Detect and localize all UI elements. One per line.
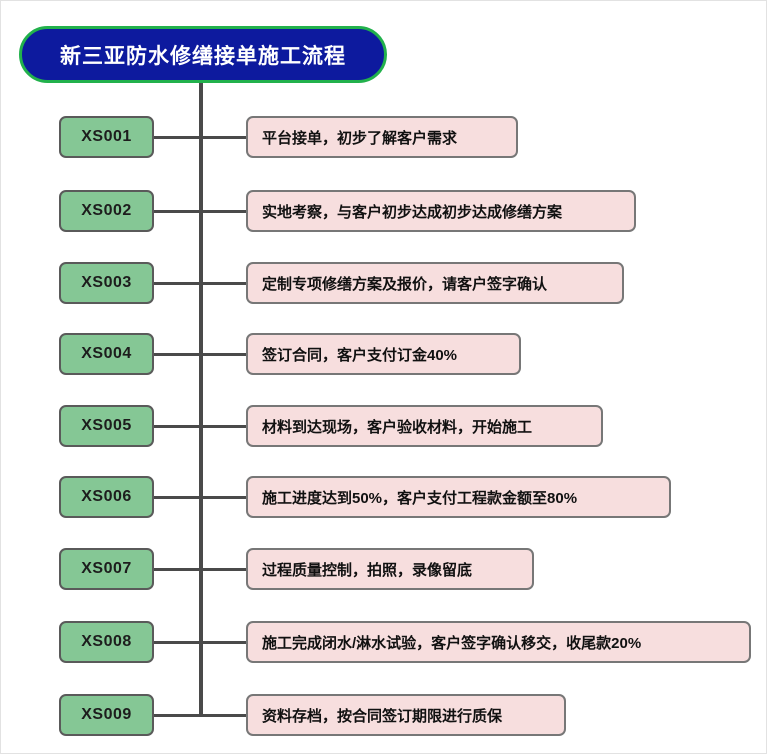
step-code-label: XS004: [81, 345, 132, 362]
step-code-label: XS002: [81, 202, 132, 219]
step-description-label: 材料到达现场，客户验收材料，开始施工: [262, 418, 533, 436]
flowchart-title-banner: 新三亚防水修缮接单施工流程: [19, 26, 387, 83]
step-code-box-xs006[interactable]: XS006: [59, 476, 154, 518]
step-description-box-xs005[interactable]: 材料到达现场，客户验收材料，开始施工: [246, 405, 603, 447]
step-code-box-xs009[interactable]: XS009: [59, 694, 154, 736]
step-code-box-xs007[interactable]: XS007: [59, 548, 154, 590]
branch-line: [154, 568, 246, 571]
flowchart-title-text: 新三亚防水修缮接单施工流程: [60, 44, 346, 68]
step-code-box-xs002[interactable]: XS002: [59, 190, 154, 232]
step-code-label: XS006: [81, 488, 132, 505]
branch-line: [154, 353, 246, 356]
step-description-box-xs003[interactable]: 定制专项修缮方案及报价，请客户签字确认: [246, 262, 624, 304]
branch-line: [154, 210, 246, 213]
step-code-label: XS007: [81, 560, 132, 577]
step-description-box-xs002[interactable]: 实地考察，与客户初步达成初步达成修缮方案: [246, 190, 636, 232]
step-description-label: 过程质量控制，拍照，录像留底: [262, 561, 473, 579]
step-code-label: XS005: [81, 417, 132, 434]
step-description-label: 签订合同，客户支付订金40%: [262, 346, 458, 364]
step-description-label: 平台接单，初步了解客户需求: [262, 129, 458, 147]
step-code-box-xs008[interactable]: XS008: [59, 621, 154, 663]
step-code-label: XS003: [81, 274, 132, 291]
branch-line: [154, 496, 246, 499]
step-description-box-xs009[interactable]: 资料存档，按合同签订期限进行质保: [246, 694, 566, 736]
branch-line: [154, 282, 246, 285]
step-description-label: 施工完成闭水/淋水试验，客户签字确认移交，收尾款20%: [262, 634, 642, 652]
step-description-box-xs007[interactable]: 过程质量控制，拍照，录像留底: [246, 548, 534, 590]
branch-line: [154, 641, 246, 644]
step-code-box-xs004[interactable]: XS004: [59, 333, 154, 375]
step-code-label: XS001: [81, 128, 132, 145]
step-code-box-xs005[interactable]: XS005: [59, 405, 154, 447]
step-description-box-xs006[interactable]: 施工进度达到50%，客户支付工程款金额至80%: [246, 476, 671, 518]
vertical-trunk-line: [199, 83, 203, 715]
branch-line: [154, 714, 246, 717]
step-code-label: XS008: [81, 633, 132, 650]
step-description-label: 实地考察，与客户初步达成初步达成修缮方案: [262, 203, 563, 221]
step-description-box-xs004[interactable]: 签订合同，客户支付订金40%: [246, 333, 521, 375]
step-code-label: XS009: [81, 706, 132, 723]
branch-line: [154, 136, 246, 139]
branch-line: [154, 425, 246, 428]
step-description-label: 定制专项修缮方案及报价，请客户签字确认: [262, 275, 548, 293]
step-description-label: 施工进度达到50%，客户支付工程款金额至80%: [262, 489, 578, 507]
step-description-box-xs001[interactable]: 平台接单，初步了解客户需求: [246, 116, 518, 158]
step-description-box-xs008[interactable]: 施工完成闭水/淋水试验，客户签字确认移交，收尾款20%: [246, 621, 751, 663]
step-code-box-xs003[interactable]: XS003: [59, 262, 154, 304]
step-code-box-xs001[interactable]: XS001: [59, 116, 154, 158]
step-description-label: 资料存档，按合同签订期限进行质保: [262, 707, 503, 725]
